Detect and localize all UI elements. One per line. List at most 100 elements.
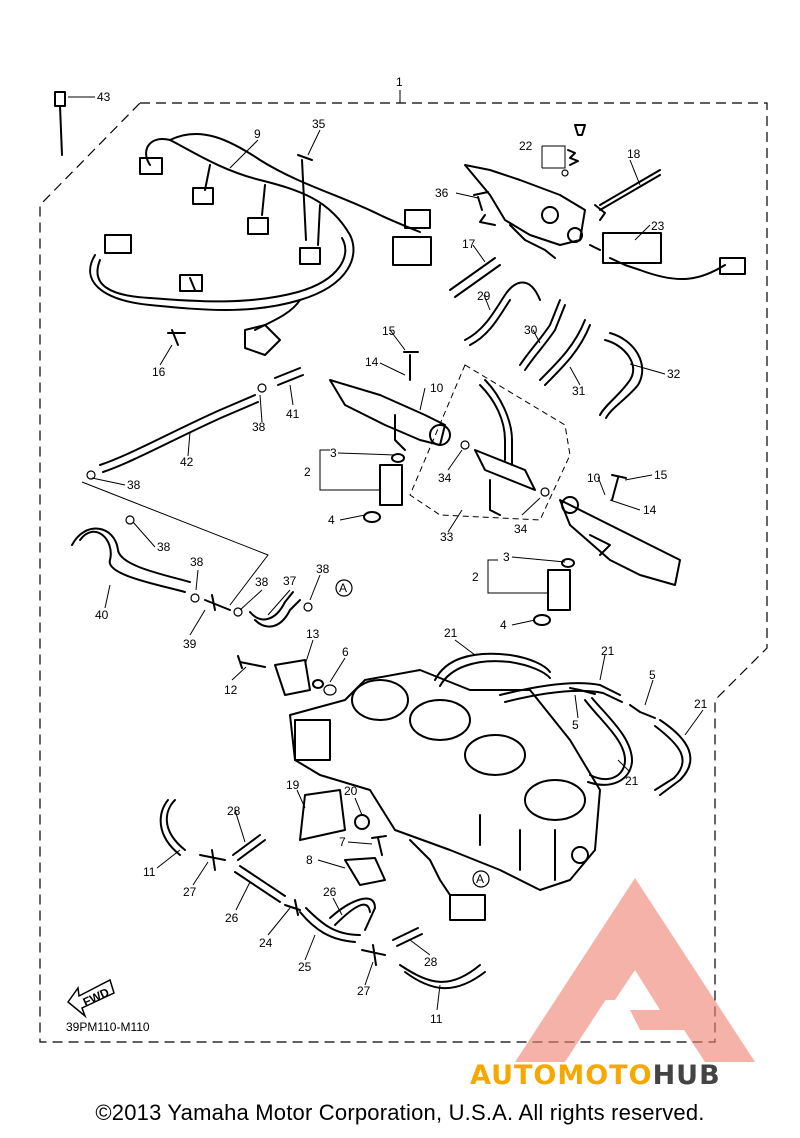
bolt-36 [473, 191, 489, 211]
hose-21-a [434, 652, 551, 687]
hose-42 [99, 394, 259, 473]
label-10a: 10 [430, 381, 444, 395]
label-38a: 38 [252, 420, 266, 434]
fittings-5 [569, 687, 656, 719]
label-11a: 11 [143, 865, 156, 879]
hose-28-right [392, 927, 423, 947]
injector-right [533, 558, 575, 626]
label-21d: 21 [625, 774, 639, 788]
bolt-15-left [403, 351, 419, 381]
label-15a: 15 [382, 324, 396, 338]
label-22: 22 [519, 139, 533, 153]
hose-11-left [159, 799, 186, 856]
label-14b: 14 [643, 503, 657, 517]
label-24: 24 [259, 936, 273, 950]
fuel-rail-right [559, 496, 681, 586]
label-4a: 4 [328, 513, 335, 527]
fwd-arrow: FWD [66, 978, 115, 1019]
label-38d: 38 [190, 555, 204, 569]
hose-40 [71, 527, 191, 593]
assembly-boundary [39, 102, 768, 1043]
hose-37 [249, 591, 301, 628]
label-35: 35 [312, 117, 326, 131]
label-36: 36 [435, 186, 449, 200]
bolt-15-right [611, 474, 627, 501]
label-17: 17 [462, 237, 476, 251]
leader-lines [68, 90, 704, 1011]
label-32: 32 [667, 367, 681, 381]
label-12: 12 [224, 683, 238, 697]
label-27b: 27 [357, 984, 371, 998]
bolt-12 [237, 655, 266, 669]
sensor-19 [299, 789, 346, 841]
throttle-body [289, 669, 601, 891]
label-37: 37 [283, 574, 297, 588]
copyright-notice: ©2013 Yamaha Motor Corporation, U.S.A. A… [95, 1100, 705, 1125]
o-ring-6 [323, 684, 337, 696]
bolt-7 [371, 835, 387, 856]
watermark-logo [515, 878, 755, 1062]
label-30: 30 [524, 323, 538, 337]
hose-26-left [234, 865, 286, 903]
label-19: 19 [286, 778, 300, 792]
label-16: 16 [152, 365, 166, 379]
label-8: 8 [306, 853, 313, 867]
label-2b: 2 [472, 570, 479, 584]
label-23: 23 [651, 219, 665, 233]
label-26a: 26 [323, 885, 337, 899]
label-41: 41 [286, 407, 300, 421]
label-11b: 11 [430, 1012, 443, 1026]
wire-harness [89, 132, 432, 356]
label-28b: 28 [424, 955, 438, 969]
label-28a: 28 [227, 804, 241, 818]
label-39: 39 [183, 637, 197, 651]
watermark-brand-b: HUB [652, 1060, 721, 1091]
label-15b: 15 [654, 468, 668, 482]
label-13: 13 [306, 627, 320, 641]
label-26b: 26 [225, 911, 239, 925]
label-38f: 38 [255, 575, 269, 589]
label-18: 18 [627, 147, 641, 161]
joint-39 [204, 594, 231, 611]
label-2a: 2 [304, 465, 311, 479]
hose-31 [539, 319, 591, 386]
figure-code: 39PM110-M110 [66, 1020, 150, 1034]
label-3a: 3 [330, 446, 337, 460]
label-5a: 5 [649, 668, 656, 682]
fuel-rail-upper [464, 124, 746, 281]
reference-mark-a2: A [472, 870, 490, 888]
joint-27-left [199, 849, 226, 871]
screw-20 [354, 814, 370, 830]
hose-30 [519, 299, 566, 371]
label-38c: 38 [157, 540, 171, 554]
joint-27-right [361, 944, 386, 966]
label-38b: 38 [127, 478, 141, 492]
part-labels: 1 43 9 35 22 18 36 23 17 29 30 15 14 16 … [66, 75, 708, 1034]
fuel-hose-17 [449, 257, 501, 298]
hose-32 [599, 332, 644, 419]
label-14a: 14 [365, 355, 379, 369]
label-43: 43 [97, 90, 111, 104]
hose-25 [299, 907, 361, 943]
cable-tie [54, 91, 66, 156]
watermark-wordmark: AUTOMOTOHUB [470, 1060, 721, 1091]
label-29: 29 [477, 289, 491, 303]
label-4b: 4 [500, 618, 507, 632]
hose-26-right [329, 897, 376, 931]
hose-28-left [232, 834, 266, 861]
label-21b: 21 [601, 644, 615, 658]
sensor-13 [274, 659, 324, 696]
label-25: 25 [298, 960, 312, 974]
label-34b: 34 [514, 522, 528, 536]
label-10b: 10 [587, 471, 601, 485]
joint-24 [284, 899, 301, 916]
label-9: 9 [254, 127, 261, 141]
injector-left [363, 453, 405, 523]
label-20: 20 [344, 784, 358, 798]
group-33 [409, 364, 571, 521]
label-21a: 21 [444, 626, 458, 640]
label-7: 7 [339, 835, 346, 849]
svg-text:A: A [339, 581, 347, 595]
label-21c: 21 [694, 697, 708, 711]
watermark-brand-a: AUTOMOTO [470, 1060, 653, 1091]
